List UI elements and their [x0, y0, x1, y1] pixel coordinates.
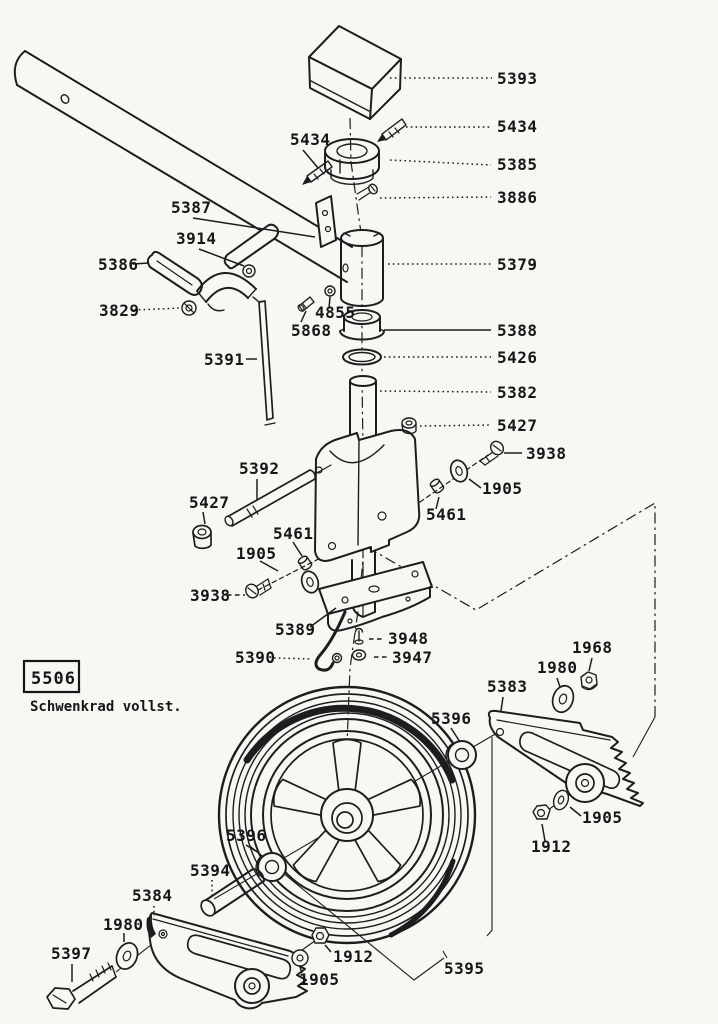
part-label-5461-right: 5461: [426, 505, 467, 524]
wheel-5395: [217, 685, 477, 945]
sheet-code: 5506: [31, 669, 76, 689]
part-label-3938-right: 3938: [526, 444, 567, 463]
collar-5385: [324, 138, 380, 185]
cap-5427-left: [192, 524, 212, 550]
part-label-3947: 3947: [392, 648, 433, 667]
leader-lines: [71, 77, 593, 982]
part-label-5395: 5395: [444, 959, 485, 978]
rod-5391: [252, 296, 276, 426]
swivel-fork-5382: [314, 375, 421, 618]
part-label-1980-right: 1980: [537, 658, 578, 677]
part-label-5390: 5390: [235, 648, 276, 667]
part-label-3829: 3829: [99, 301, 140, 320]
part-label-5434-left: 5434: [290, 130, 331, 149]
part-label-5379: 5379: [497, 255, 538, 274]
title-block: 5506 Schwenkrad vollst.: [22, 659, 182, 715]
part-label-5388: 5388: [497, 321, 538, 340]
washer-3947: [351, 649, 367, 661]
sheet-code-box: [22, 659, 81, 694]
ring-3914: [242, 264, 256, 278]
part-label-5426: 5426: [497, 348, 538, 367]
part-label-5387: 5387: [171, 198, 212, 217]
handle-tube: [13, 50, 353, 283]
screw-3886: [356, 183, 378, 201]
pin-5434-right: [377, 118, 407, 142]
part-label-1905-mid-right: 1905: [482, 479, 523, 498]
part-label-5434-right: 5434: [497, 117, 538, 136]
cap-5427-right: [401, 417, 417, 435]
part-label-5389: 5389: [275, 620, 316, 639]
bushing-5461-right: [429, 478, 445, 494]
part-label-3948: 3948: [388, 629, 429, 648]
part-label-5383: 5383: [487, 677, 528, 696]
nut-3829: [181, 300, 197, 316]
part-label-5868: 5868: [291, 321, 332, 340]
spring-clip-5390: [314, 610, 347, 672]
assembly-boundary: [249, 737, 493, 981]
part-label-5427-right: 5427: [497, 416, 538, 435]
nut-1968: [580, 671, 598, 691]
screw-5868: [297, 296, 315, 312]
cup-5388: [339, 309, 385, 341]
cap-5393: [308, 25, 402, 120]
pin-3948: [354, 627, 364, 645]
part-label-5394: 5394: [190, 861, 231, 880]
part-label-1968: 1968: [572, 638, 613, 657]
washer-1905-low-right: [552, 789, 570, 811]
bearing-5396-right: [445, 740, 477, 770]
washer-1905-mid-left: [300, 570, 320, 594]
part-label-1905-bottom: 1905: [299, 970, 340, 989]
part-label-5384: 5384: [132, 886, 173, 905]
part-label-1912-bottom: 1912: [333, 947, 374, 966]
wheel-spokes: [272, 738, 422, 883]
washer-1905-bottom: [291, 949, 309, 967]
washer-1980-left: [115, 942, 139, 970]
part-label-5396-right: 5396: [431, 709, 472, 728]
part-label-3938-left: 3938: [190, 586, 231, 605]
cylinder-5379: [340, 229, 384, 307]
rod-5392: [224, 464, 332, 527]
bearing-5396-left: [255, 852, 287, 882]
nut-1912-bottom: [311, 927, 330, 944]
part-label-5386: 5386: [98, 255, 139, 274]
bolt-5397: [46, 962, 117, 1010]
bushing-5461-left: [297, 555, 313, 571]
part-label-5392: 5392: [239, 459, 280, 478]
part-label-5461-left: 5461: [273, 524, 314, 543]
part-label-4855: 4855: [315, 303, 356, 322]
part-label-5393: 5393: [497, 69, 538, 88]
part-labels: 5393 5434 5434 5385 3886 5387 3914 5386 …: [51, 69, 623, 989]
part-label-5382: 5382: [497, 383, 538, 402]
screw-3938-left: [245, 578, 272, 599]
part-label-5385: 5385: [497, 155, 538, 174]
part-label-1905-low-right: 1905: [582, 808, 623, 827]
ring-5426: [342, 348, 382, 366]
nut-1912-right: [532, 804, 551, 820]
bracket-5389: [318, 561, 433, 632]
sheet-caption: Schwenkrad vollst.: [30, 699, 182, 715]
part-label-3886: 3886: [497, 188, 538, 207]
ring-4855: [324, 285, 336, 297]
arm-5384: [146, 912, 308, 1010]
grip-5386: [146, 250, 257, 312]
part-label-1980-left: 1980: [103, 915, 144, 934]
washer-1905-mid-right: [449, 459, 469, 483]
part-label-5396-left: 5396: [226, 826, 267, 845]
part-label-5391: 5391: [204, 350, 245, 369]
plate-5387: [315, 195, 337, 248]
arm-5383: [487, 709, 644, 807]
part-label-1912-right: 1912: [531, 837, 572, 856]
part-label-5397: 5397: [51, 944, 92, 963]
screw-3938-right: [479, 440, 505, 466]
part-label-3914: 3914: [176, 229, 217, 248]
part-label-5427-left: 5427: [189, 493, 230, 512]
spacer-5394: [200, 868, 265, 917]
washer-1980-right: [551, 684, 575, 714]
part-label-1905-mid-left: 1905: [236, 544, 277, 563]
